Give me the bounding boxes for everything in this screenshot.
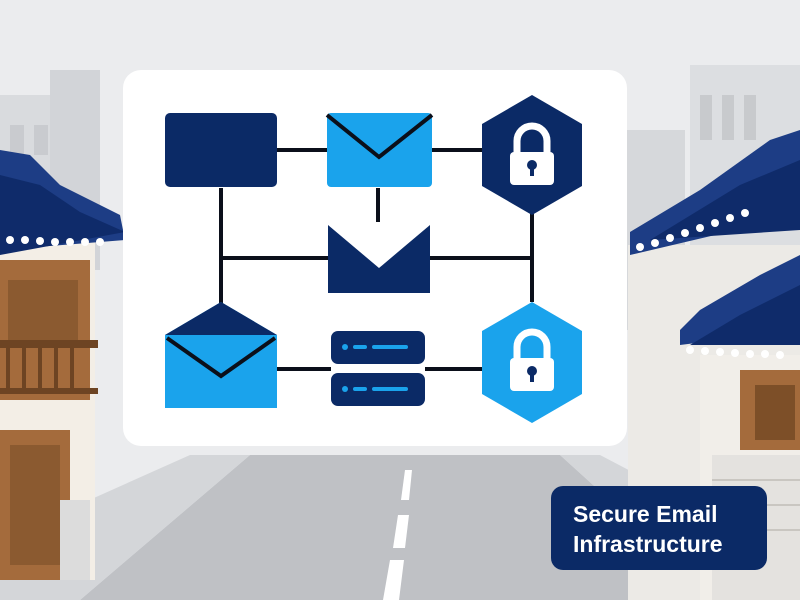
diagram-connectors [219, 148, 534, 371]
envelope-icon [325, 113, 434, 187]
caption-badge: Secure Email Infrastructure [551, 486, 767, 570]
envelope-icon [165, 302, 277, 408]
node-hexagon-top-right [482, 95, 582, 215]
hanok-left [0, 150, 125, 580]
caption-line-1: Secure Email [573, 501, 718, 527]
envelope-icon [328, 225, 430, 293]
node-box-top-left [165, 113, 277, 187]
node-envelope-middle [328, 225, 430, 293]
road-markings [383, 470, 412, 600]
lock-icon [510, 328, 554, 391]
caption-line-2: Infrastructure [573, 531, 723, 557]
node-envelope-top [325, 113, 434, 187]
window-icon [165, 113, 277, 187]
lock-icon [510, 122, 554, 185]
node-envelope-bottom-left [165, 302, 277, 408]
server-icon [331, 331, 425, 406]
node-server-stack [331, 331, 425, 406]
node-hexagon-bottom-right [482, 302, 582, 423]
